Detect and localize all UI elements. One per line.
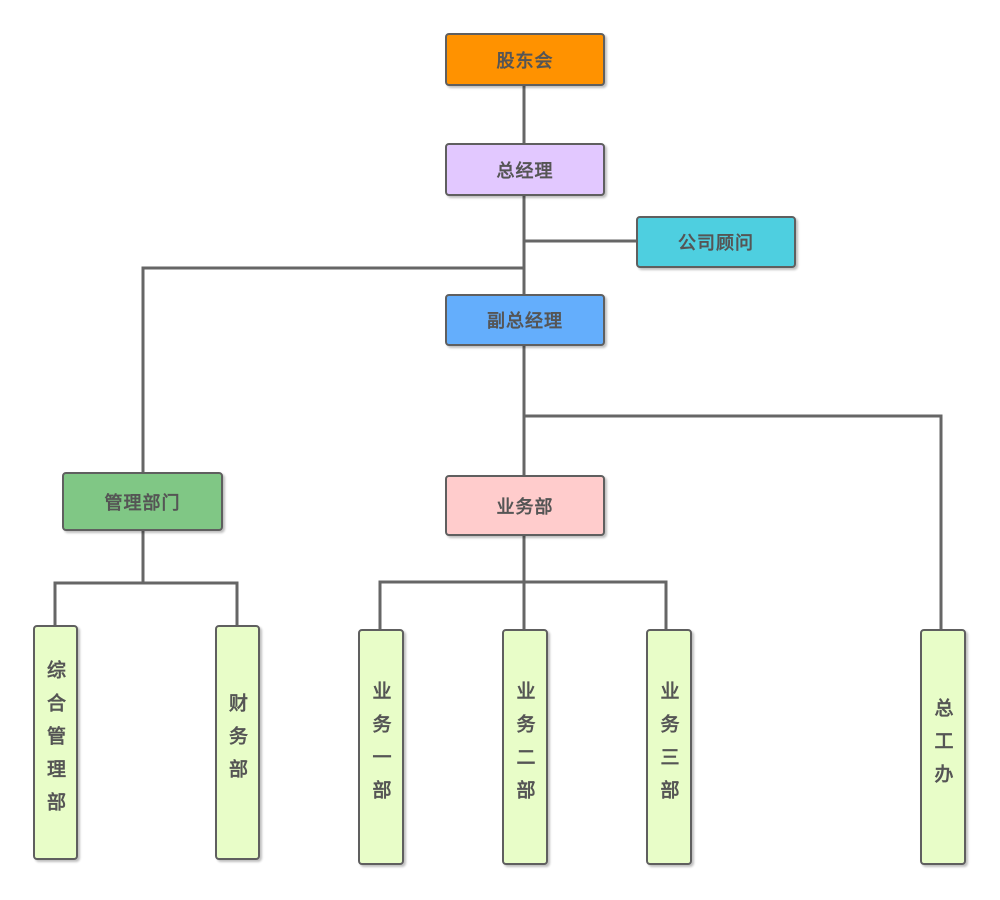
edge-deputy-chief-office [522,414,943,631]
business-1-label: 业务一部 [369,681,392,813]
shareholders-label: 股东会 [496,50,554,72]
management-dept-label: 管理部门 [104,492,181,514]
finance-label: 财务部 [226,693,248,792]
business-2-node[interactable]: 业务二部 [502,629,548,865]
management-dept-node[interactable]: 管理部门 [62,472,223,531]
shareholders-node[interactable]: 股东会 [445,33,605,86]
edge-business-children [378,580,668,631]
finance-node[interactable]: 财务部 [215,625,260,860]
business-2-label: 业务二部 [513,681,536,813]
consultant-label: 公司顾问 [678,233,754,254]
chief-engineer-office-node[interactable]: 总工办 [920,629,966,865]
edge-management-children [53,581,239,627]
general-manager-label: 总经理 [496,160,554,182]
deputy-gm-node[interactable]: 副总经理 [445,294,605,346]
general-admin-node[interactable]: 综合管理部 [33,625,78,860]
connector-group [53,84,943,631]
chief-engineer-office-label: 总工办 [931,697,954,797]
consultant-node[interactable]: 公司顾问 [636,216,796,268]
general-admin-label: 综合管理部 [44,660,66,825]
general-manager-node[interactable]: 总经理 [445,143,605,196]
business-dept-node[interactable]: 业务部 [445,475,605,536]
business-3-node[interactable]: 业务三部 [646,629,692,865]
business-3-label: 业务三部 [657,681,680,813]
edge-gm-management [141,266,526,474]
business-dept-label: 业务部 [496,496,554,518]
business-1-node[interactable]: 业务一部 [358,629,404,865]
deputy-gm-label: 副总经理 [487,311,563,332]
